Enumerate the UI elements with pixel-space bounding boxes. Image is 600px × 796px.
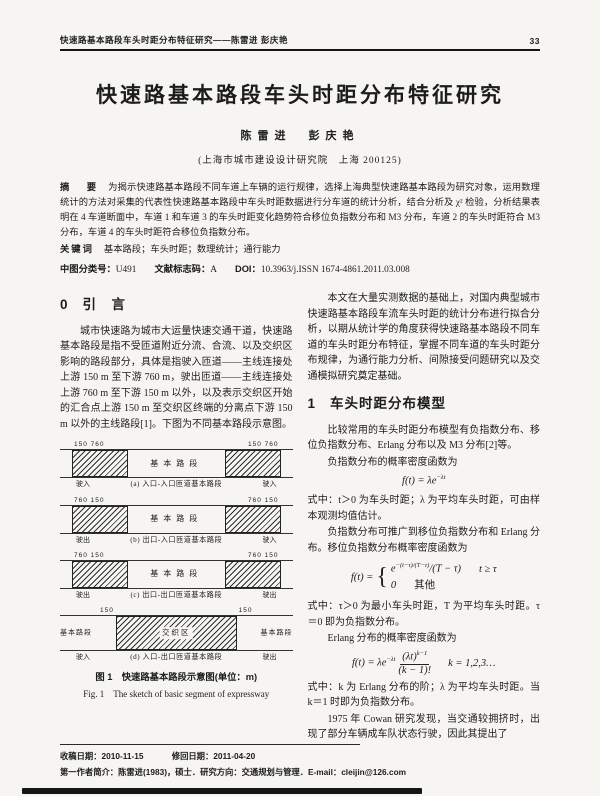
abstract-text: 为揭示快速路基本路段不同车道上车辆的运行规律，选择上海典型快速路基本路段为研究对… bbox=[60, 183, 540, 239]
keywords: 关键词基本路段；车头时距；数理统计；通行能力 bbox=[60, 242, 540, 258]
ramp-direction-label: 驶出 bbox=[262, 652, 277, 661]
keywords-text: 基本路段；车头时距；数理统计；通行能力 bbox=[103, 245, 281, 256]
paragraph: 式中：t＞0 为车头时距；λ 为平均车头时距，可由样本观测均值估计。 bbox=[307, 495, 541, 522]
road-diagram-weaving: 基本路段 交织区 基本路段 bbox=[60, 614, 293, 651]
subfigure-c: 760 150 760 150 基本路段 驶出 (c) 出口-出口匝道基本路段 … bbox=[60, 551, 293, 601]
affiliation: (上海市城市建设设计研究院 上海 200125) bbox=[198, 156, 402, 166]
road-diagram: 基本路段 bbox=[60, 449, 293, 479]
formula-erlang: f(t) = λe−λt(λt)k−1(k − 1)!k = 1,2,3… bbox=[352, 649, 496, 676]
footnote-area: 收稿日期：2010-11-15 修回日期：2011-04-20 第一作者简介：陈… bbox=[60, 744, 540, 778]
subfigure-b: 760 150 760 150 基本路段 驶出 (b) 出口-入口匝道基本路段 … bbox=[60, 496, 293, 546]
right-column: 本文在大量实测数据的基础上，对国内典型城市快速路基本路段车流车头时距的统计分布进… bbox=[308, 291, 541, 744]
authors: 陈雷进 彭庆艳 bbox=[240, 130, 360, 142]
ramp-influence-block bbox=[224, 560, 281, 588]
dimension-label: 150 bbox=[100, 606, 114, 614]
brace-glyph: { bbox=[376, 564, 388, 591]
received-date: 收稿日期：2010-11-15 bbox=[60, 751, 144, 761]
segment-label: 基本路段 bbox=[60, 628, 92, 637]
road-diagram: 基本路段 bbox=[60, 504, 293, 534]
paragraph: 式中：k 为 Erlang 分布的阶；λ 为平均车头时距。当 k＝1 时即为负指… bbox=[307, 681, 541, 709]
paragraph: 负指数分布可推广到移位负指数分布和 Erlang 分布。移位负指数分布概率密度函… bbox=[307, 527, 541, 554]
dimension-label: 760 150 bbox=[74, 551, 105, 559]
ramp-influence-block bbox=[224, 450, 281, 478]
ramp-direction-label: 驶入 bbox=[262, 480, 277, 489]
dimension-label: 150 760 bbox=[74, 441, 105, 449]
footnote-rule bbox=[60, 744, 360, 745]
paragraph: 比较常用的车头时距分布模型有负指数分布、移位负指数分布、Erlang 分布以及 … bbox=[307, 424, 541, 452]
header-rule bbox=[60, 49, 540, 51]
ramp-direction-label: 驶出 bbox=[262, 590, 277, 599]
doi: DOI：10.3963/j.ISSN 1674-4861.2011.03.008 bbox=[234, 264, 410, 276]
subfigure-caption: (b) 出口-入口匝道基本路段 bbox=[130, 535, 223, 544]
first-author-bio: 第一作者简介：陈雷进(1983)，硕士．研究方向：交通规划与管理．E-mail：… bbox=[60, 767, 407, 777]
intro-paragraph: 城市快速路为城市大运量快速交通干道，快速路基本路段是指不受匝道附近分流、合流、以… bbox=[60, 325, 293, 430]
paragraph: 本文在大量实测数据的基础上，对国内典型城市快速路基本路段车流车头时距的统计分布进… bbox=[307, 293, 541, 382]
abstract-label: 摘 要 bbox=[60, 182, 101, 192]
ramp-direction-label: 驶入 bbox=[262, 535, 277, 544]
abstract: 摘 要为揭示快速路基本路段不同车道上车辆的运行规律，选择上海典型快速路基本路段为… bbox=[60, 180, 540, 241]
subfigure-caption: (a) 入口-入口匝道基本路段 bbox=[130, 480, 223, 489]
dimension-label: 760 150 bbox=[74, 496, 105, 504]
figure-caption-cn: 图 1 快速路基本路段示意图(单位：m) bbox=[95, 672, 258, 683]
segment-label: 基本路段 bbox=[150, 513, 203, 523]
paragraph: Erlang 分布的概率密度函数为 bbox=[327, 633, 457, 645]
ramp-influence-block bbox=[224, 505, 281, 533]
ramp-influence-block bbox=[72, 450, 128, 478]
ramp-direction-label: 驶入 bbox=[76, 480, 90, 489]
ramp-direction-label: 驶出 bbox=[76, 535, 90, 544]
paragraph: 负指数分布的概率密度函数为 bbox=[327, 456, 458, 468]
weaving-area-label: 交织区 bbox=[160, 627, 193, 639]
paragraph: 1975 年 Cowan 研究发现，当交通较拥挤时，出现了部分车辆成车队状态行驶… bbox=[307, 713, 541, 741]
page-number: 33 bbox=[529, 36, 540, 46]
meta-line: 中图分类号：U491 文献标志码：A DOI：10.3963/j.ISSN 16… bbox=[60, 261, 540, 275]
figure-caption-en: Fig. 1 The sketch of basic segment of ex… bbox=[83, 688, 270, 699]
keywords-label: 关键词 bbox=[60, 244, 94, 255]
figure-1: 150 760 150 760 基本路段 驶入 (a) 入口-入口匝道基本路段 … bbox=[60, 440, 293, 701]
clc-number: 中图分类号：U491 bbox=[60, 264, 137, 276]
ramp-direction-label: 驶入 bbox=[76, 652, 90, 661]
paragraph: 式中：τ＞0 为最小车头时距，T 为平均车头时距。τ＝0 即为负指数分布。 bbox=[307, 601, 541, 628]
paper-title: 快速路基本路段车头时距分布特征研究 bbox=[96, 83, 504, 107]
ramp-influence-block bbox=[72, 505, 128, 533]
road-diagram: 基本路段 bbox=[60, 559, 293, 589]
dimension-label: 760 150 bbox=[248, 496, 279, 504]
subfigure-caption: (d) 入口-出口匝道基本路段 bbox=[130, 652, 223, 661]
dimension-label: 150 bbox=[238, 606, 253, 614]
segment-label: 基本路段 bbox=[260, 628, 293, 637]
running-title: 快速路基本路段车头时距分布特征研究——陈雷进 彭庆艳 bbox=[60, 35, 288, 45]
segment-label: 基本路段 bbox=[150, 569, 203, 579]
subfigure-caption: (c) 出口-出口匝道基本路段 bbox=[130, 590, 223, 599]
formula-negative-exponential: f(t) = λe−λt bbox=[402, 474, 446, 487]
segment-label: 基本路段 bbox=[150, 458, 203, 468]
formula-shifted-exponential: f(t) = { e−(t−τ)/(T−τ)/(T − τ) t ≥ τ 0 其… bbox=[308, 559, 541, 596]
subfigure-d: 150 150 基本路段 交织区 基本路段 驶入 (d) 入口-出口匝道基本路段… bbox=[60, 606, 293, 663]
scan-artifact-bar bbox=[22, 788, 422, 794]
revised-date: 修回日期：2011-04-20 bbox=[171, 751, 256, 761]
running-head: 快速路基本路段车头时距分布特征研究——陈雷进 彭庆艳 33 bbox=[60, 34, 540, 46]
ramp-direction-label: 驶出 bbox=[76, 590, 90, 599]
subfigure-a: 150 760 150 760 基本路段 驶入 (a) 入口-入口匝道基本路段 … bbox=[60, 440, 293, 490]
dimension-label: 150 760 bbox=[248, 441, 279, 449]
document-code: 文献标志码：A bbox=[154, 264, 217, 276]
ramp-influence-block bbox=[72, 560, 128, 588]
dimension-label: 760 150 bbox=[248, 551, 279, 559]
